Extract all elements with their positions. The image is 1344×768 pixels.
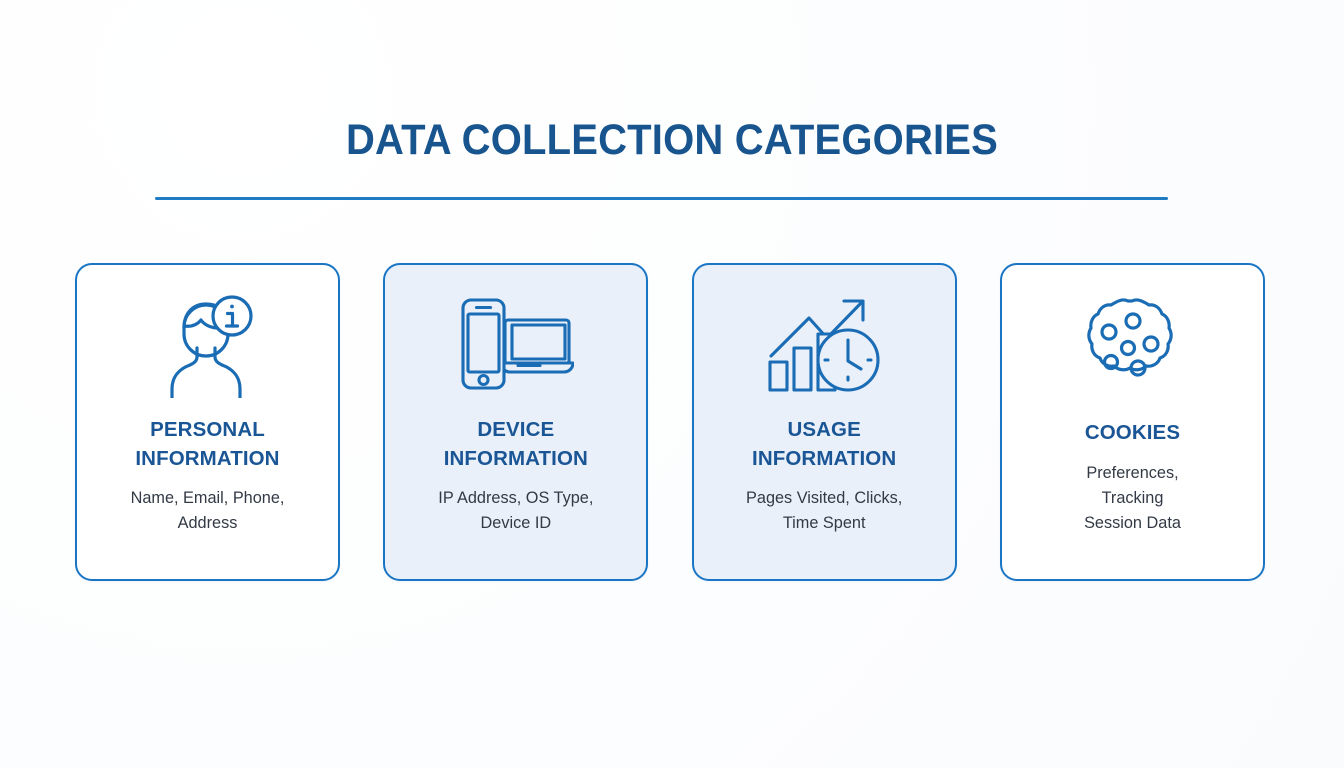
icon-container (694, 265, 955, 415)
card-title: PERSONAL INFORMATION (135, 418, 280, 470)
page-title: DATA COLLECTION CATEGORIES (345, 116, 999, 164)
card-personal-information[interactable]: PERSONAL INFORMATION Name, Email, Phone,… (75, 263, 340, 581)
icon-container (385, 265, 646, 415)
card-description: Name, Email, Phone, Address (130, 489, 285, 532)
card-description: Preferences, Tracking Session Data (1084, 464, 1181, 532)
title-divider (155, 197, 1168, 200)
category-card-row: PERSONAL INFORMATION Name, Email, Phone,… (75, 263, 1265, 581)
card-usage-information[interactable]: USAGE INFORMATION Pages Visited, Clicks,… (691, 263, 957, 581)
title-block: DATA COLLECTION CATEGORIES (0, 116, 1344, 164)
icon-container (77, 265, 338, 415)
cookie-icon (1087, 298, 1174, 377)
card-title: DEVICE INFORMATION (443, 418, 588, 470)
card-text: COOKIES Preferences, Tracking Session Da… (1002, 415, 1263, 536)
icon-container (1002, 265, 1263, 415)
card-text: USAGE INFORMATION Pages Visited, Clicks,… (694, 415, 955, 536)
card-title: COOKIES (1084, 421, 1181, 444)
card-text: PERSONAL INFORMATION Name, Email, Phone,… (77, 415, 338, 536)
bar-chart-clock-icon (768, 299, 880, 392)
phone-laptop-icon (461, 298, 574, 390)
card-cookies[interactable]: COOKIES Preferences, Tracking Session Da… (999, 263, 1265, 581)
card-description: IP Address, OS Type, Device ID (438, 489, 594, 532)
card-text: DEVICE INFORMATION IP Address, OS Type, … (385, 415, 646, 536)
person-info-icon (169, 295, 253, 398)
card-device-information[interactable]: DEVICE INFORMATION IP Address, OS Type, … (383, 263, 649, 581)
card-title: USAGE INFORMATION (752, 418, 897, 470)
card-description: Pages Visited, Clicks, Time Spent (746, 489, 903, 532)
